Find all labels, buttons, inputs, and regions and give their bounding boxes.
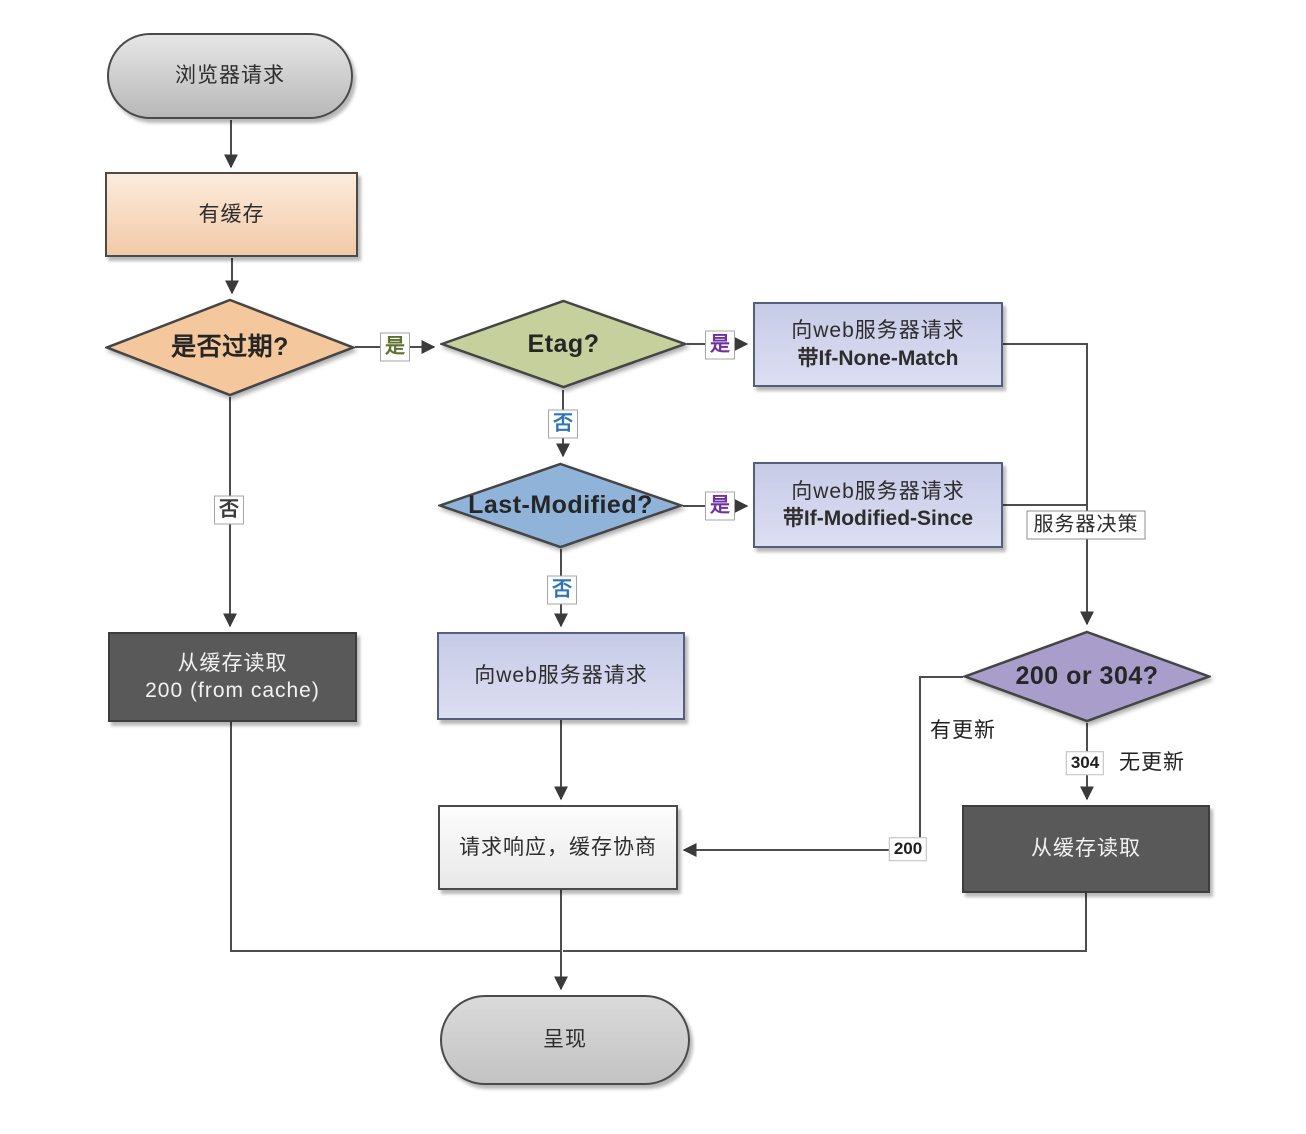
read-cache-left-line1: 从缓存读取 bbox=[177, 651, 288, 675]
diamond-shape bbox=[440, 299, 687, 389]
edge-label-no-update: 无更新 bbox=[1119, 750, 1185, 774]
node-status-200-or-304-label: 200 or 304? bbox=[1015, 662, 1159, 691]
edge-label-yes-last-modified: 是 bbox=[705, 491, 735, 521]
node-req-web-label: 向web服务器请求 bbox=[474, 664, 648, 688]
node-start: 浏览器请求 bbox=[107, 33, 353, 119]
req-if-modified-since-line2: 带If-Modified-Since bbox=[782, 507, 974, 530]
node-etag-label: Etag? bbox=[527, 329, 600, 358]
node-req-if-none-match: 向web服务器请求 带If-None-Match bbox=[753, 302, 1003, 387]
node-etag: Etag? bbox=[440, 299, 687, 389]
edge-label-no-last-modified: 否 bbox=[547, 575, 577, 605]
node-is-expired-label: 是否过期? bbox=[171, 333, 289, 362]
node-response-negotiate: 请求响应，缓存协商 bbox=[438, 805, 678, 890]
node-render: 呈现 bbox=[440, 995, 690, 1085]
edge-label-yes-etag: 是 bbox=[705, 330, 735, 360]
node-read-cache-right: 从缓存读取 bbox=[962, 805, 1210, 893]
diamond-shape bbox=[105, 298, 355, 397]
req-if-none-match-line2: 带If-None-Match bbox=[797, 346, 959, 370]
edge-label-has-update: 有更新 bbox=[930, 718, 996, 742]
node-read-cache-left: 从缓存读取 200 (from cache) bbox=[108, 632, 357, 722]
edge-label-yes-expired: 是 bbox=[380, 332, 410, 362]
req-if-none-match-line1: 向web服务器请求 bbox=[791, 319, 965, 343]
node-has-cache: 有缓存 bbox=[105, 172, 358, 257]
node-req-web: 向web服务器请求 bbox=[437, 632, 685, 720]
edge-label-304: 304 bbox=[1065, 751, 1105, 775]
edge-readcacheleft-to-render bbox=[230, 722, 561, 952]
node-is-expired: 是否过期? bbox=[105, 298, 355, 397]
node-status-200-or-304: 200 or 304? bbox=[963, 630, 1211, 723]
node-req-if-modified-since: 向web服务器请求 带If-Modified-Since bbox=[753, 462, 1003, 548]
edge-label-no-expired: 否 bbox=[214, 495, 244, 525]
edge-readcacheright-to-render bbox=[563, 893, 1087, 952]
edge-label-200: 200 bbox=[888, 837, 928, 861]
edge-label-server-decision: 服务器决策 bbox=[1026, 510, 1146, 540]
edge-ifnonematch-to-status bbox=[1003, 343, 1094, 626]
node-last-modified: Last-Modified? bbox=[438, 462, 683, 549]
node-start-label: 浏览器请求 bbox=[175, 64, 285, 88]
node-response-negotiate-label: 请求响应，缓存协商 bbox=[459, 835, 657, 859]
read-cache-left-line2: 200 (from cache) bbox=[145, 679, 320, 702]
req-if-modified-since-line1: 向web服务器请求 bbox=[791, 479, 965, 503]
node-has-cache-label: 有缓存 bbox=[198, 202, 265, 226]
node-read-cache-right-label: 从缓存读取 bbox=[1031, 837, 1141, 861]
diamond-shape bbox=[438, 462, 683, 549]
diamond-shape bbox=[963, 630, 1211, 723]
node-last-modified-label: Last-Modified? bbox=[468, 491, 653, 520]
edge-status-200-to-response bbox=[682, 676, 963, 857]
edge-label-no-etag: 否 bbox=[548, 409, 578, 439]
node-render-label: 呈现 bbox=[543, 1028, 587, 1052]
